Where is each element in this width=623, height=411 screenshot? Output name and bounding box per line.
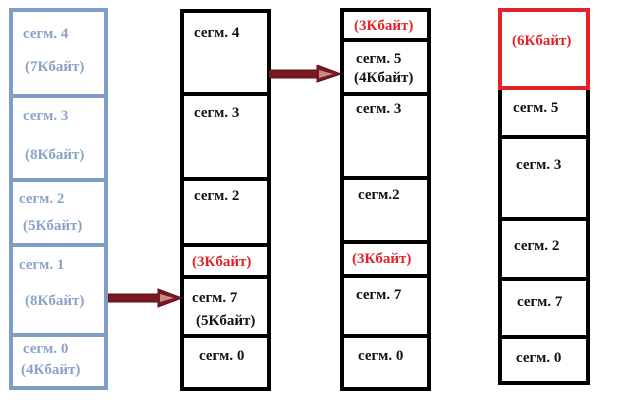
move-arrow-icon	[269, 65, 343, 83]
segment-label: сегм. 7	[517, 294, 563, 310]
segment-size: (5Кбайт)	[23, 218, 83, 234]
segment-cell: сегм. 4	[184, 13, 267, 96]
segment-cell: сегм. 5 (4Кбайт)	[344, 42, 427, 96]
free-space-size: (6Кбайт)	[512, 33, 572, 49]
segment-label: сегм. 2	[514, 238, 560, 254]
segment-cell: сегм. 3 (8Кбайт)	[13, 98, 104, 182]
memory-column-4: (6Кбайт) сегм. 5 сегм. 3 сегм. 2 сегм. 7…	[498, 8, 590, 385]
segment-cell: сегм. 4 (7Кбайт)	[13, 12, 104, 98]
segment-cell: сегм. 5	[502, 90, 586, 139]
segment-cell: сегм. 0 (4Кбайт)	[13, 337, 104, 390]
segment-label: сегм. 7	[192, 290, 238, 306]
free-space-size: (3Кбайт)	[352, 251, 412, 267]
segment-cell: сегм. 3	[344, 96, 427, 180]
segment-size: (4Кбайт)	[354, 70, 414, 86]
segment-cell: сегм. 7 (5Кбайт)	[184, 279, 267, 338]
segment-label: сегм. 0	[516, 350, 562, 366]
segment-label: сегм. 0	[358, 348, 404, 364]
segment-label: сегм. 4	[23, 26, 69, 42]
memory-column-2: сегм. 4 сегм. 3 сегм. 2 (3Кбайт) сегм. 7…	[180, 9, 271, 391]
segment-size: (7Кбайт)	[25, 59, 85, 75]
free-space-cell: (3Кбайт)	[184, 247, 267, 279]
segment-label: сегм. 3	[194, 105, 240, 121]
segment-cell: сегм. 1 (8Кбайт)	[13, 247, 104, 337]
segment-cell: сегм.2	[344, 180, 427, 244]
segment-cell: сегм. 2	[502, 221, 586, 281]
segment-cell: сегм. 3	[184, 96, 267, 181]
free-space-size: (3Кбайт)	[354, 18, 414, 34]
segment-label: сегм. 0	[199, 348, 245, 364]
move-arrow-icon	[108, 288, 184, 308]
segment-label: сегм. 0	[23, 341, 69, 357]
segment-label: сегм. 2	[194, 188, 240, 204]
segment-label: сегм. 2	[19, 191, 65, 207]
memory-column-1: сегм. 4 (7Кбайт) сегм. 3 (8Кбайт) сегм. …	[9, 8, 108, 390]
segment-size: (8Кбайт)	[25, 147, 85, 163]
segment-size: (8Кбайт)	[25, 293, 85, 309]
segment-label: сегм. 3	[516, 157, 562, 173]
segment-size: (4Кбайт)	[21, 362, 81, 378]
segment-label: сегм.2	[358, 187, 400, 203]
segment-label: сегм. 3	[23, 108, 69, 124]
segment-cell: сегм. 0	[344, 338, 427, 387]
segment-size: (5Кбайт)	[196, 313, 256, 329]
segment-label: сегм. 3	[356, 101, 402, 117]
segment-cell: сегм. 0	[502, 339, 586, 381]
free-space-cell: (3Кбайт)	[344, 244, 427, 278]
segment-label: сегм. 7	[356, 287, 402, 303]
segment-cell: сегм. 2 (5Кбайт)	[13, 182, 104, 247]
segment-label: сегм. 1	[19, 257, 65, 273]
segment-cell: сегм. 7	[502, 281, 586, 339]
segment-label: сегм. 5	[513, 100, 559, 116]
free-space-cell: (6Кбайт)	[498, 8, 590, 90]
memory-column-3: (3Кбайт) сегм. 5 (4Кбайт) сегм. 3 сегм.2…	[340, 8, 431, 391]
segment-cell: сегм. 3	[502, 139, 586, 221]
free-space-size: (3Кбайт)	[192, 254, 252, 270]
segment-cell: сегм. 2	[184, 181, 267, 247]
segment-label: сегм. 5	[356, 51, 402, 67]
segment-cell: сегм. 0	[184, 338, 267, 387]
segment-cell: сегм. 7	[344, 278, 427, 338]
segment-label: сегм. 4	[194, 25, 240, 41]
free-space-cell: (3Кбайт)	[344, 12, 427, 42]
